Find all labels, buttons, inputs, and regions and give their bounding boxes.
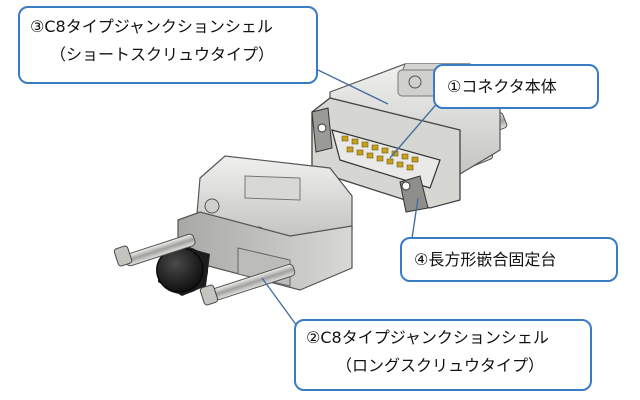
screw-icon	[113, 233, 296, 306]
leader-line-2	[261, 277, 301, 331]
leader-line-1	[389, 99, 441, 159]
callout-long-screw-shell: ②C8タイプジャンクションシェル （ロングスクリュウタイプ）	[294, 319, 592, 391]
callout-sublabel: （ロングスクリュウタイプ）	[336, 356, 545, 375]
callout-label: ④長方形嵌合固定台	[414, 250, 557, 269]
long-screw-shell-assembly	[113, 155, 353, 306]
callout-short-screw-shell: ③C8タイプジャンクションシェル （ショートスクリュウタイプ）	[18, 6, 318, 84]
leader-line-3	[317, 69, 389, 105]
callout-label: ②C8タイプジャンクションシェル	[306, 328, 549, 347]
callout-sublabel: （ショートスクリュウタイプ）	[50, 45, 275, 64]
callout-label: ③C8タイプジャンクションシェル	[30, 17, 273, 36]
cable-icon	[156, 246, 210, 296]
callout-connector-body: ①コネクタ本体	[433, 64, 599, 109]
pins	[341, 135, 419, 171]
callout-rectangular-mount: ④長方形嵌合固定台	[400, 237, 618, 282]
callout-label: ①コネクタ本体	[447, 77, 557, 96]
